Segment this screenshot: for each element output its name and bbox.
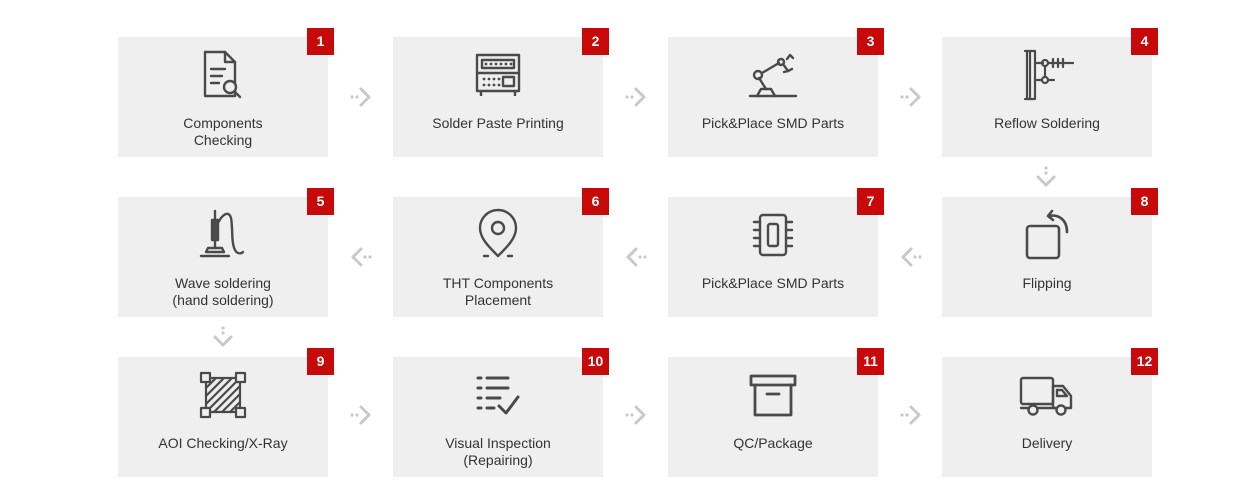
- step-number-badge: 11: [857, 348, 884, 375]
- arrow-right-icon: [350, 405, 371, 425]
- step-number-badge: 4: [1131, 28, 1158, 55]
- step-number-badge: 3: [857, 28, 884, 55]
- step-label: Pick&Place SMD Parts: [701, 115, 845, 131]
- arrow-left-icon: [626, 247, 647, 267]
- step-number-badge: 12: [1131, 348, 1158, 375]
- arrow-down-icon: [213, 326, 233, 347]
- arrow-right-icon: [900, 87, 921, 107]
- step-card-5: 5 Wave soldering (hand soldering): [118, 188, 334, 317]
- map-pin-icon: [393, 207, 603, 263]
- reflow-machine-icon: [942, 47, 1152, 103]
- checklist-icon: [393, 367, 603, 423]
- printer-machine-icon: [393, 47, 603, 103]
- step-card-3: 3 Pick&Place SMD Parts: [668, 28, 884, 157]
- step-number-badge: 6: [582, 188, 609, 215]
- step-card-7: 7 Pick&Place SMD Parts: [668, 188, 884, 317]
- step-label: Delivery: [1021, 435, 1073, 451]
- step-number-badge: 2: [582, 28, 609, 55]
- step-label: Wave soldering (hand soldering): [172, 275, 274, 308]
- arrow-left-icon: [901, 247, 922, 267]
- step-label: AOI Checking/X-Ray: [158, 435, 288, 451]
- step-number-badge: 8: [1131, 188, 1158, 215]
- robotic-arm-icon: [668, 47, 878, 103]
- arrow-right-icon: [900, 405, 921, 425]
- step-label: THT Components Placement: [442, 275, 554, 308]
- step-card-4: 4 Reflow Soldering: [942, 28, 1158, 157]
- step-card-9: 9 AOI Checking/X-Ray: [118, 348, 334, 477]
- step-card-12: 12 Delivery: [942, 348, 1158, 477]
- document-search-icon: [118, 47, 328, 103]
- step-label: Reflow Soldering: [994, 115, 1100, 131]
- step-card-2: 2 Solder Paste Printing: [393, 28, 609, 157]
- arrow-right-icon: [625, 405, 646, 425]
- archive-box-icon: [668, 367, 878, 423]
- rotate-square-icon: [942, 207, 1152, 263]
- arrow-right-icon: [350, 87, 371, 107]
- step-number-badge: 5: [307, 188, 334, 215]
- hatched-square-icon: [118, 367, 328, 423]
- step-label: Solder Paste Printing: [432, 115, 564, 131]
- arrow-left-icon: [351, 247, 372, 267]
- step-card-10: 10 Visual Inspection (Repairing): [393, 348, 609, 477]
- step-label: Pick&Place SMD Parts: [701, 275, 845, 291]
- soldering-iron-icon: [118, 207, 328, 263]
- step-card-1: 1 Components Checking: [118, 28, 334, 157]
- delivery-truck-icon: [942, 367, 1152, 423]
- step-number-badge: 1: [307, 28, 334, 55]
- step-label: Components Checking: [183, 115, 263, 148]
- step-label: QC/Package: [733, 435, 813, 451]
- step-card-6: 6 THT Components Placement: [393, 188, 609, 317]
- step-number-badge: 9: [307, 348, 334, 375]
- step-card-11: 11 QC/Package: [668, 348, 884, 477]
- arrow-down-icon: [1036, 166, 1056, 187]
- chip-icon: [668, 207, 878, 263]
- step-label: Visual Inspection (Repairing): [445, 435, 551, 468]
- step-card-8: 8 Flipping: [942, 188, 1158, 317]
- arrow-right-icon: [625, 87, 646, 107]
- step-number-badge: 7: [857, 188, 884, 215]
- step-label: Flipping: [1022, 275, 1072, 291]
- step-number-badge: 10: [582, 348, 609, 375]
